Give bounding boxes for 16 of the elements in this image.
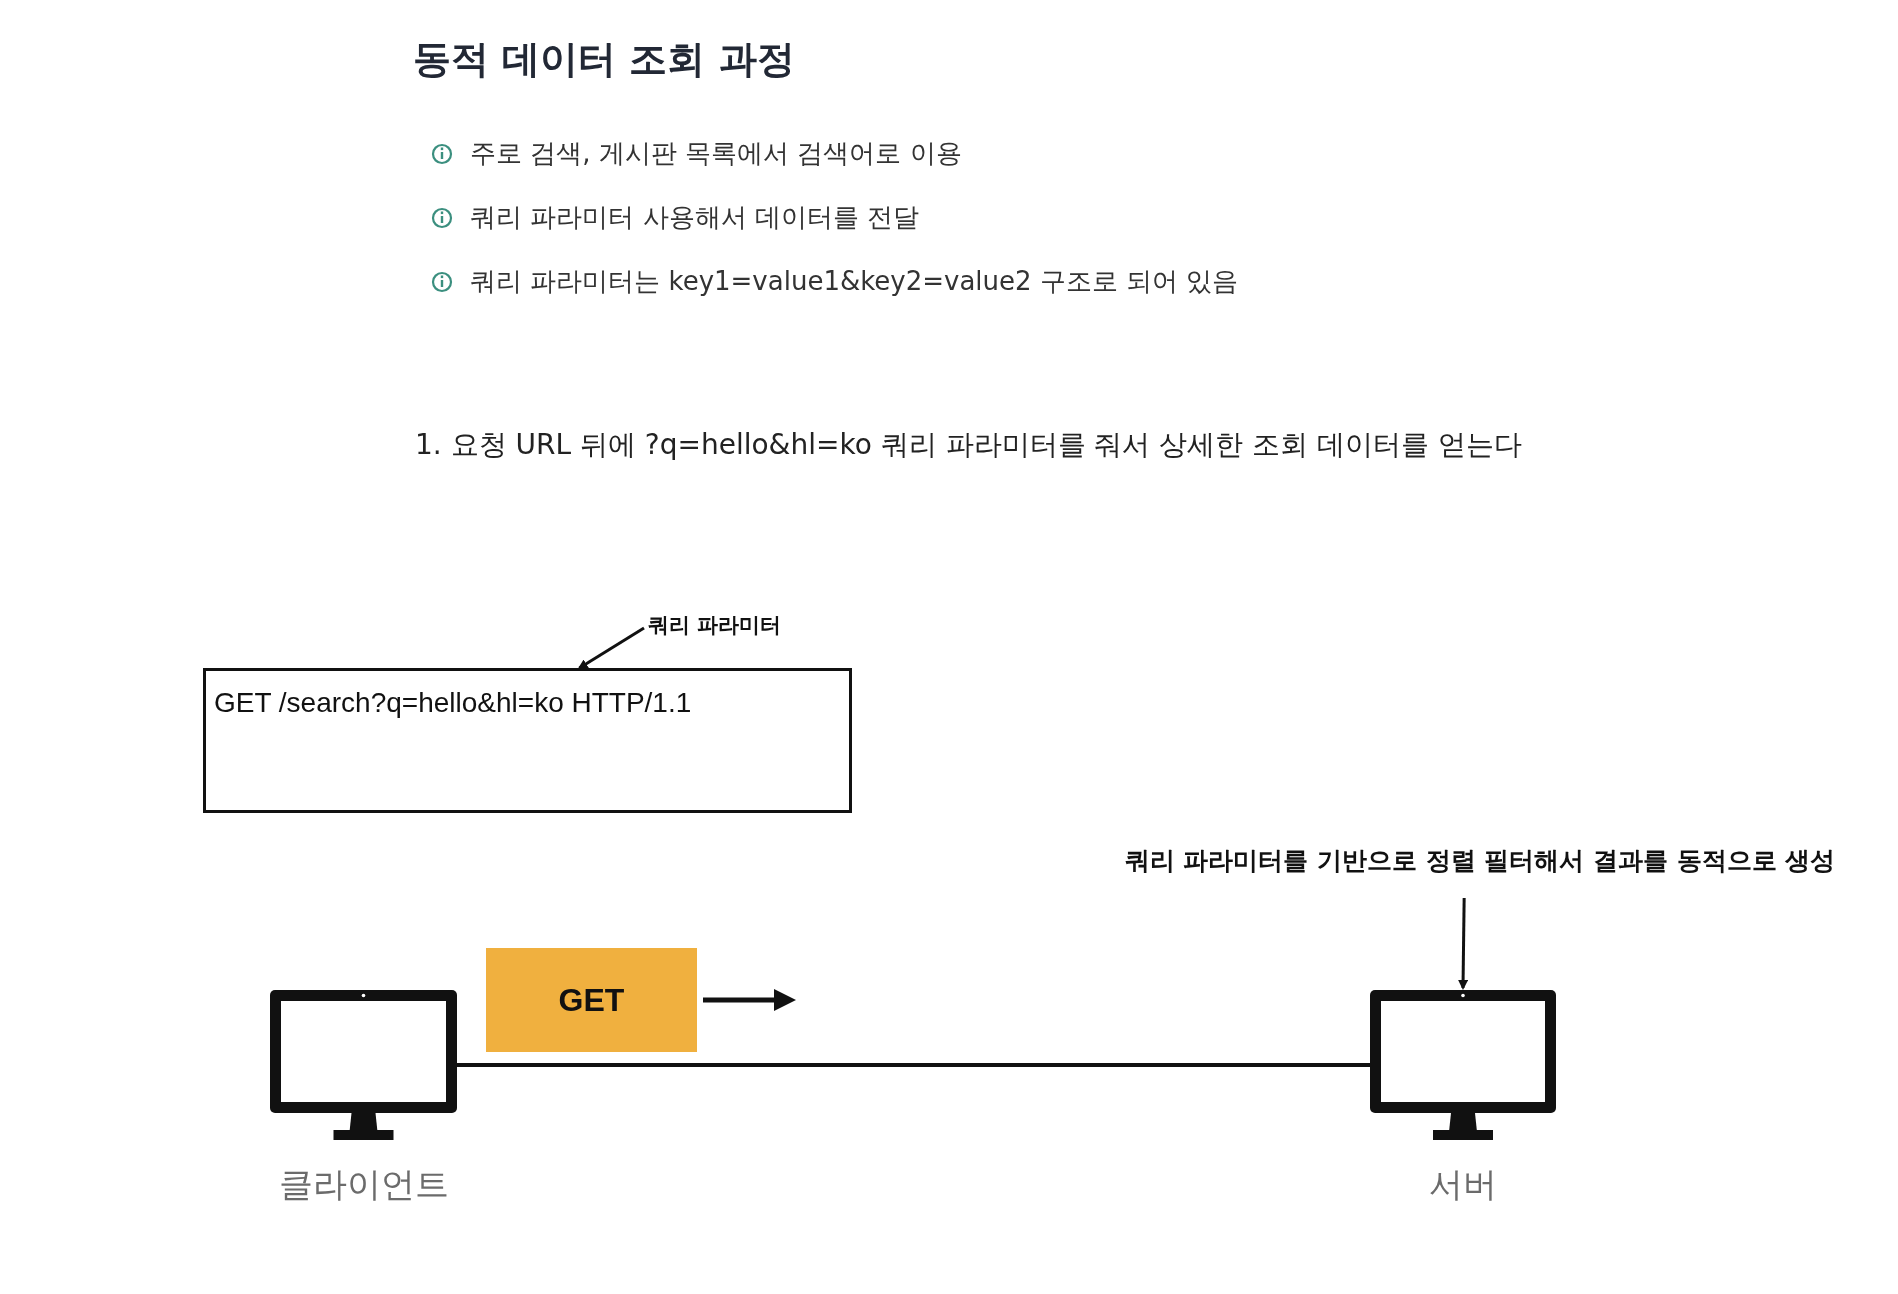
connection-line (457, 1063, 1370, 1067)
step-heading: 1. 요청 URL 뒤에 ?q=hello&hl=ko 쿼리 파라미터를 줘서 상세한 조회 데이터를 얻는다 (415, 427, 1523, 463)
bullet-text: 주로 검색, 게시판 목록에서 검색어로 이용 (470, 137, 962, 170)
page-title: 동적 데이터 조회 과정 (413, 36, 795, 83)
monitor-icon (270, 990, 457, 1140)
note-text: 쿼리 파라미터를 기반으로 정렬 필터해서 결과를 동적으로 생성 (1120, 842, 1840, 878)
http-message-box: GET /search?q=hello&hl=ko HTTP/1.1 (203, 668, 852, 813)
callout-text: 쿼리 파라미터 (648, 610, 798, 640)
monitor-icon (1370, 990, 1556, 1140)
bullet-text: 쿼리 파라미터는 key1=value1&key2=value2 구조로 되어 있음 (470, 265, 1239, 298)
method-box: GET (486, 948, 697, 1052)
caption-text: 클라이언트 (277, 1163, 450, 1206)
leader-line (577, 626, 645, 670)
caption-text: 서버 (1428, 1163, 1498, 1206)
arrow (1458, 897, 1469, 990)
bullet-text: 쿼리 파라미터 사용해서 데이터를 전달 (470, 201, 920, 234)
